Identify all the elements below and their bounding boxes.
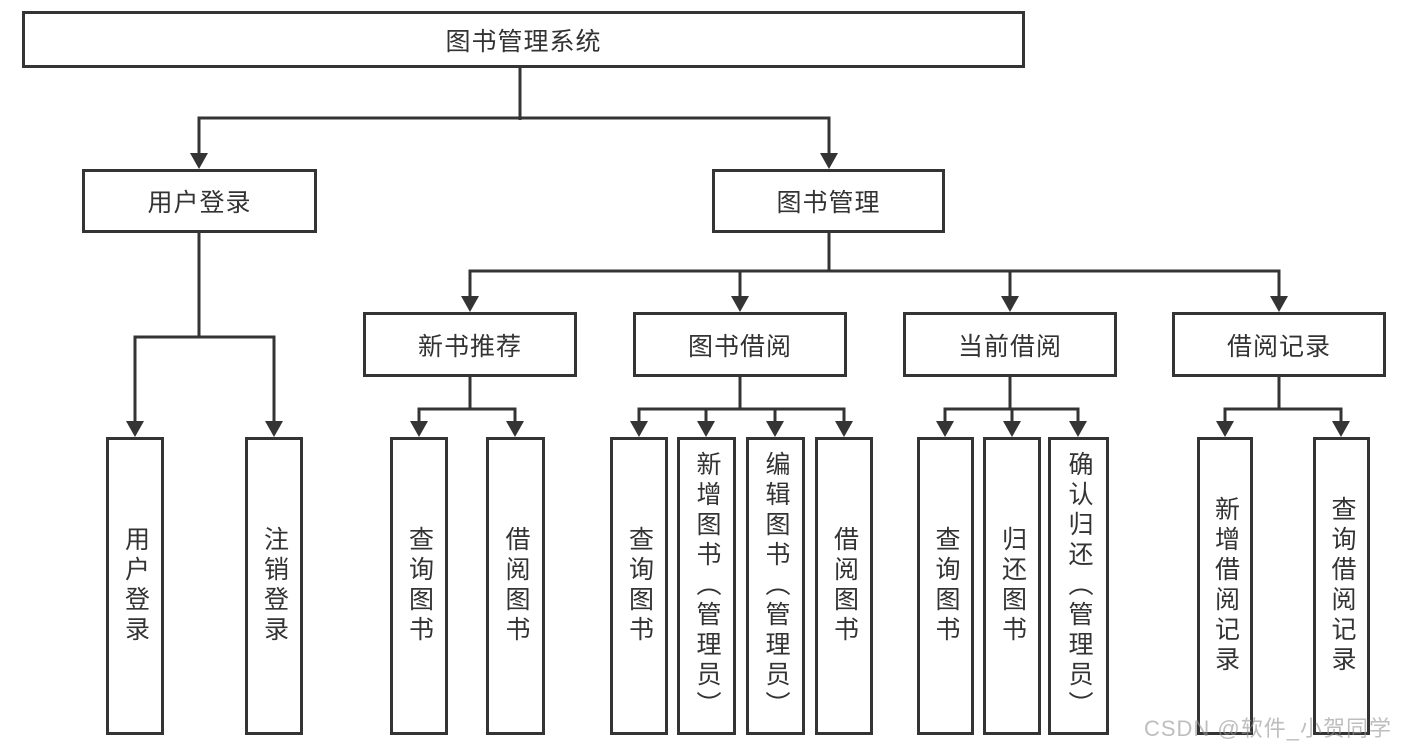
- leaf-logout: 注销登录: [245, 437, 303, 735]
- arrow-down-icon: [506, 421, 524, 437]
- arrow-down-icon: [820, 153, 838, 169]
- arrow-down-icon: [461, 296, 479, 312]
- edge-borrow-records-to-leaves: [1223, 377, 1343, 424]
- arrow-down-icon: [1001, 296, 1019, 312]
- arrowheads: [126, 153, 1350, 437]
- edge-book-borrow-to-leaves: [637, 377, 846, 424]
- arrow-down-icon: [731, 296, 749, 312]
- node-user-login: 用户登录: [82, 169, 317, 233]
- arrow-down-icon: [1270, 296, 1288, 312]
- arrow-down-icon: [1003, 421, 1021, 437]
- leaf-query-borrow-record: 查询借阅记录: [1313, 437, 1370, 735]
- leaf-add-borrow-record: 新增借阅记录: [1197, 437, 1253, 735]
- arrow-down-icon: [126, 421, 144, 437]
- arrow-down-icon: [265, 421, 283, 437]
- node-borrow-records: 借阅记录: [1172, 312, 1386, 377]
- leaf-borrow-books-borrow: 借阅图书: [815, 437, 873, 735]
- arrow-down-icon: [835, 421, 853, 437]
- leaf-add-book-admin: 新增图书（管理员）: [677, 437, 736, 735]
- edge-book-management-to-level3: [468, 233, 1281, 299]
- leaf-query-books-current: 查询图书: [917, 437, 974, 735]
- edge-root-to-level2: [197, 68, 831, 156]
- leaf-user-login: 用户登录: [106, 437, 164, 735]
- node-book-borrow: 图书借阅: [633, 312, 847, 377]
- leaf-return-books: 归还图书: [983, 437, 1041, 735]
- node-new-book-recommend: 新书推荐: [363, 312, 577, 377]
- edge-new-book-recommend-to-leaves: [417, 377, 517, 424]
- leaf-edit-book-admin: 编辑图书（管理员）: [746, 437, 805, 735]
- node-book-management: 图书管理: [712, 169, 945, 233]
- arrow-down-icon: [936, 421, 954, 437]
- node-current-borrow: 当前借阅: [903, 312, 1117, 377]
- arrow-down-icon: [630, 421, 648, 437]
- arrow-down-icon: [766, 421, 784, 437]
- arrow-down-icon: [697, 421, 715, 437]
- edge-user-login-to-leaves: [133, 233, 276, 424]
- arrow-down-icon: [1332, 421, 1350, 437]
- arrow-down-icon: [1069, 421, 1087, 437]
- leaf-query-books-recommend: 查询图书: [390, 437, 448, 735]
- arrow-down-icon: [190, 153, 208, 169]
- leaf-borrow-books-recommend: 借阅图书: [486, 437, 545, 735]
- arrow-down-icon: [1216, 421, 1234, 437]
- leaf-confirm-return-admin: 确认归还（管理员）: [1048, 437, 1109, 735]
- edge-current-borrow-to-leaves: [943, 377, 1080, 424]
- arrow-down-icon: [410, 421, 428, 437]
- node-root-system: 图书管理系统: [22, 11, 1025, 68]
- csdn-watermark: CSDN @软件_小贺同学: [1143, 716, 1392, 741]
- leaf-query-books-borrow: 查询图书: [610, 437, 668, 735]
